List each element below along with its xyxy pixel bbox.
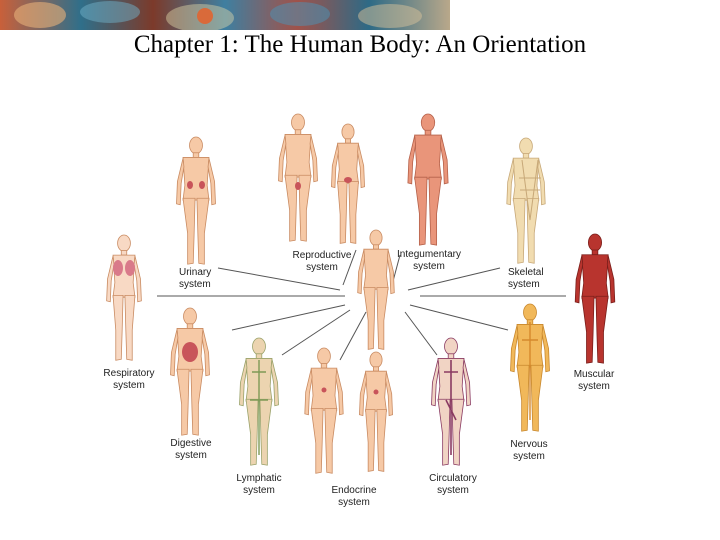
- kidney-left: [187, 181, 193, 189]
- lung-right: [125, 260, 135, 276]
- connector-lines: [157, 249, 566, 361]
- reproductive-male-figure: [278, 113, 318, 242]
- body-figures: [106, 113, 616, 474]
- connector-line: [404, 311, 438, 356]
- respiratory-label: Respiratory: [103, 368, 154, 379]
- lymph-vessels: [250, 360, 268, 455]
- integumentary-label: Integumentary: [397, 249, 461, 260]
- circulatory-label-sub: system: [437, 485, 469, 496]
- integumentary-figure: [407, 113, 449, 246]
- muscular-label-sub: system: [578, 381, 610, 392]
- endocrine-male-figure: [304, 347, 344, 474]
- male-reproductive-organ: [295, 182, 301, 190]
- reproductive-label: Reproductive: [293, 250, 352, 261]
- digestive-label-sub: system: [175, 450, 207, 461]
- header-banner-image: [0, 0, 450, 30]
- endocrine-female-figure: [359, 351, 393, 472]
- connector-line: [342, 249, 357, 286]
- skeleton-ribs: [519, 159, 541, 221]
- urinary-label-sub: system: [179, 279, 211, 290]
- connector-line: [409, 304, 509, 331]
- muscular-label: Muscular: [574, 369, 615, 380]
- slide-title: Chapter 1: The Human Body: An Orientatio…: [133, 31, 587, 58]
- respiratory-label-sub: system: [113, 380, 145, 391]
- circulatory-label: Circulatory: [429, 473, 477, 484]
- blood-vessels: [444, 360, 458, 455]
- endocrine-label-sub: system: [338, 497, 370, 508]
- digestive-figure: [170, 307, 210, 436]
- central-figure: [357, 229, 395, 350]
- endocrine-label: Endocrine: [331, 485, 376, 496]
- lymphatic-figure: [239, 337, 279, 466]
- reproductive-female-figure: [331, 123, 365, 244]
- respiratory-figure: [106, 234, 142, 361]
- connector-line: [281, 309, 351, 356]
- connector-line: [217, 267, 341, 291]
- nerves: [522, 322, 538, 420]
- urinary-label: Urinary: [179, 267, 211, 278]
- skeletal-figure: [506, 137, 546, 264]
- skeletal-label-sub: system: [508, 279, 540, 290]
- skeletal-label: Skeletal: [508, 267, 544, 278]
- lymphatic-label: Lymphatic: [236, 473, 281, 484]
- nervous-label: Nervous: [510, 439, 547, 450]
- urinary-figure: [176, 136, 216, 265]
- stomach-intestines: [182, 342, 198, 362]
- endocrine-gland: [373, 389, 379, 395]
- female-reproductive-organ: [344, 177, 352, 183]
- endocrine-gland: [321, 387, 327, 393]
- muscular-figure: [574, 233, 616, 364]
- nervous-label-sub: system: [513, 451, 545, 462]
- kidney-right: [199, 181, 205, 189]
- reproductive-label-sub: system: [306, 262, 338, 273]
- connector-line: [339, 311, 367, 361]
- lung-left: [113, 260, 123, 276]
- connector-line: [407, 267, 501, 291]
- connector-line: [231, 304, 346, 331]
- digestive-label: Digestive: [170, 438, 212, 449]
- integumentary-label-sub: system: [413, 261, 445, 272]
- lymphatic-label-sub: system: [243, 485, 275, 496]
- system-labels: UrinarysystemReproductivesystemIntegumen…: [103, 249, 615, 508]
